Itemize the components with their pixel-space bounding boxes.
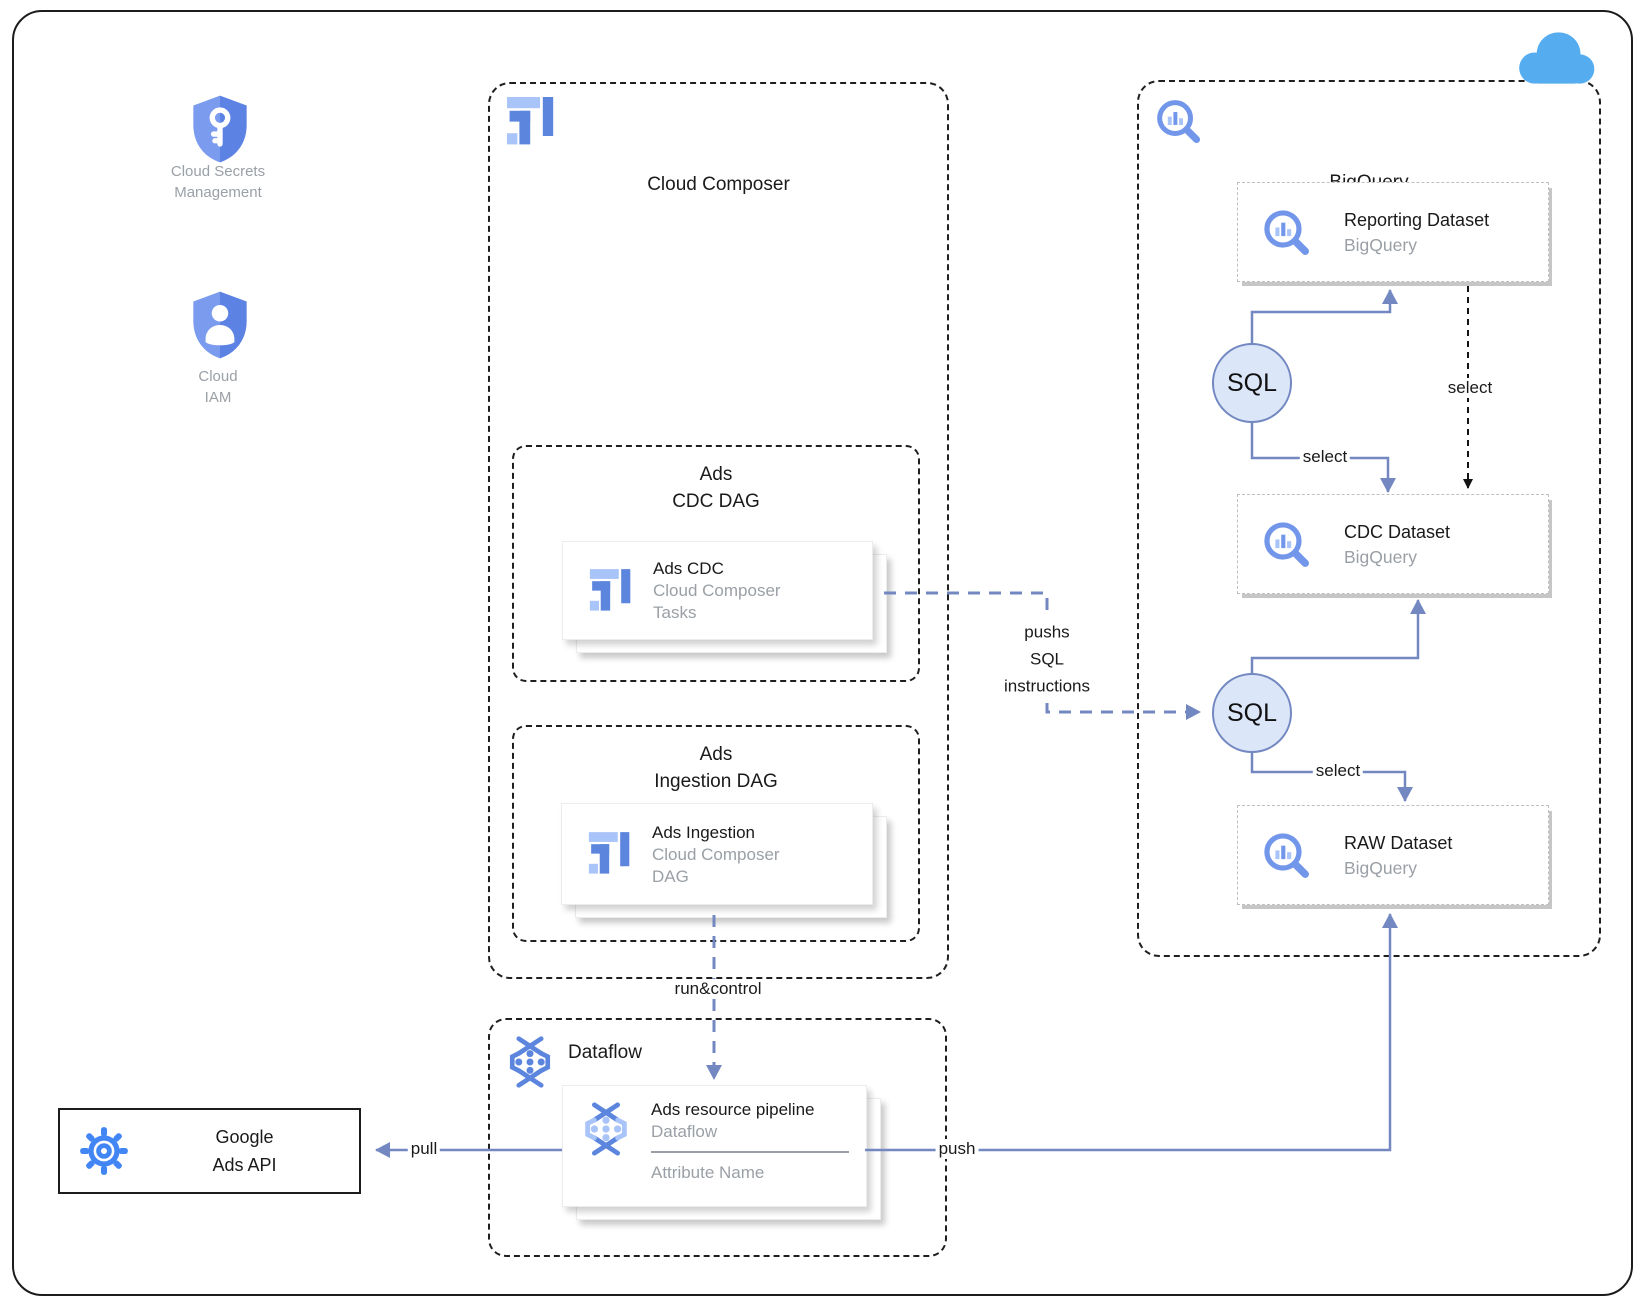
cloud-composer-container: Cloud Composer Ads CDC DAG	[488, 82, 949, 979]
pipeline-card-subtitle: Dataflow	[651, 1122, 718, 1141]
bigquery-icon	[1264, 210, 1309, 255]
cloud-composer-icon	[507, 97, 554, 145]
ads-ingestion-card: Ads Ingestion Cloud Composer DAG	[561, 803, 887, 918]
edge-label-select-2: select	[1312, 761, 1364, 781]
sql-node-2: SQL	[1212, 673, 1292, 753]
dataflow-icon	[585, 1102, 627, 1156]
ads-cdc-dag-group: Ads CDC DAG Ads CDC Cloud Composer	[512, 445, 920, 682]
raw-dataset-subtitle: BigQuery	[1344, 858, 1417, 878]
pipeline-card-attribute: Attribute Name	[651, 1163, 765, 1182]
google-ads-api-label: Google Ads API	[212, 1127, 277, 1175]
cdc-dataset-card: CDC Dataset BigQuery	[1237, 494, 1549, 594]
cloud-composer-icon	[588, 832, 630, 874]
cdc-dataset-subtitle: BigQuery	[1344, 547, 1417, 567]
reporting-dataset-card: Reporting Dataset BigQuery	[1237, 182, 1549, 282]
dataflow-title: Dataflow	[568, 1042, 642, 1063]
ads-ingestion-card-subtitle2: DAG	[652, 866, 689, 886]
cloud-secrets-management-label: Cloud Secrets Management	[170, 163, 266, 201]
ads-cdc-card: Ads CDC Cloud Composer Tasks	[562, 541, 887, 653]
bigquery-icon	[1264, 833, 1309, 878]
cdc-dataset-title: CDC Dataset	[1344, 522, 1451, 542]
pipeline-card-divider	[651, 1151, 849, 1153]
edge-label-pull: pull	[407, 1139, 441, 1159]
cloud-iam-icon	[193, 291, 247, 359]
ads-ingestion-card-subtitle: Cloud Composer	[652, 844, 780, 864]
pipeline-card-title: Ads resource pipeline	[651, 1100, 815, 1119]
edge-label-pushs-sql-instructions: pushs SQL instructions	[1001, 618, 1093, 700]
gear-icon	[80, 1127, 128, 1175]
ads-ingestion-card-title: Ads Ingestion	[652, 822, 756, 842]
ads-cdc-card-title: Ads CDC	[653, 559, 724, 578]
reporting-dataset-title: Reporting Dataset	[1344, 210, 1490, 230]
ads-ingestion-dag-group: Ads Ingestion DAG Ads Ingestion Cloud	[512, 725, 920, 942]
ads-resource-pipeline-card: Ads resource pipeline Dataflow Attribute…	[562, 1085, 881, 1220]
raw-dataset-card: RAW Dataset BigQuery	[1237, 805, 1549, 905]
ads-cdc-card-subtitle2: Tasks	[653, 603, 697, 622]
cloud-icon	[1519, 32, 1595, 84]
edge-label-push: push	[935, 1139, 979, 1159]
reporting-dataset-subtitle: BigQuery	[1344, 235, 1417, 255]
ads-ingestion-dag-title: Ads Ingestion DAG	[654, 744, 778, 792]
sql-node-1: SQL	[1212, 343, 1292, 423]
ads-cdc-card-subtitle: Cloud Composer	[653, 581, 781, 600]
bigquery-icon	[1264, 522, 1309, 567]
dataflow-icon	[509, 1036, 551, 1088]
cloud-composer-title: Cloud Composer	[647, 174, 790, 195]
cloud-iam-label: Cloud IAM	[198, 368, 238, 406]
bigquery-icon	[1157, 100, 1201, 144]
edge-label-run-control: run&control	[671, 979, 765, 999]
cloud-secrets-management-icon	[193, 95, 247, 163]
cloud-composer-icon	[589, 568, 631, 611]
raw-dataset-title: RAW Dataset	[1344, 833, 1453, 853]
edge-label-select-3: select	[1444, 378, 1496, 398]
google-ads-api-box: Google Ads API	[58, 1108, 361, 1194]
edge-label-select-1: select	[1299, 447, 1351, 467]
ads-cdc-dag-title: Ads CDC DAG	[672, 464, 760, 512]
